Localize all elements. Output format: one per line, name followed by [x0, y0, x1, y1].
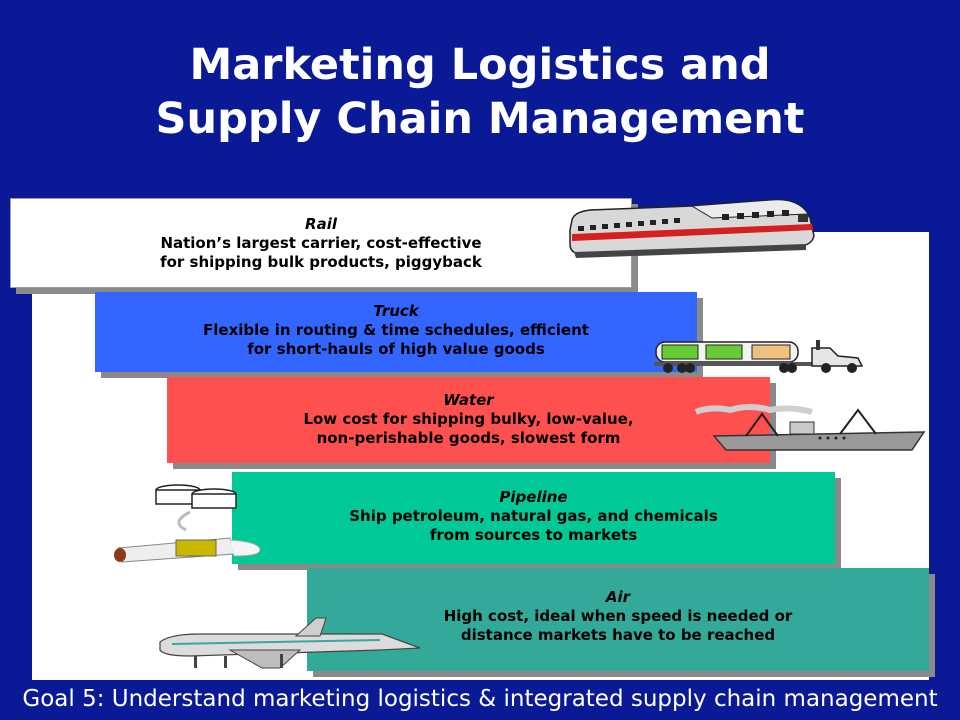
rail-line-1: Nation’s largest carrier, cost-effective [160, 234, 482, 252]
air-heading: Air [605, 588, 631, 606]
slide-title: Marketing Logistics and Supply Chain Man… [0, 38, 960, 146]
pipeline-box: Pipeline Ship petroleum, natural gas, an… [232, 472, 835, 564]
pipeline-icon [114, 484, 261, 563]
learning-goal-footer: Goal 5: Understand marketing logistics &… [22, 686, 938, 712]
airplane-icon [159, 617, 421, 669]
title-line-1: Marketing Logistics and [189, 40, 771, 90]
water-line-1: Low cost for shipping bulky, low-value, [303, 410, 634, 428]
rail-heading: Rail [305, 215, 337, 233]
rail-box: Rail Nation’s largest carrier, cost-effe… [10, 198, 632, 288]
truck-icon [654, 340, 864, 373]
water-box: Water Low cost for shipping bulky, low-v… [167, 377, 770, 463]
air-line-2: distance markets have to be reached [460, 626, 776, 644]
train-icon [569, 199, 815, 258]
water-heading: Water [443, 391, 494, 409]
pipeline-heading: Pipeline [499, 488, 568, 506]
truck-box: Truck Flexible in routing & time schedul… [95, 292, 697, 372]
air-box: Air High cost, ideal when speed is neede… [307, 568, 929, 671]
pipeline-line-2: from sources to markets [429, 526, 638, 544]
truck-line-1: Flexible in routing & time schedules, ef… [203, 321, 589, 339]
rail-line-2: for shipping bulk products, piggyback [160, 253, 482, 271]
air-line-1: High cost, ideal when speed is needed or [443, 607, 793, 625]
water-line-2: non-perishable goods, slowest form [316, 429, 621, 447]
pipeline-line-1: Ship petroleum, natural gas, and chemica… [349, 507, 718, 525]
truck-line-2: for short-hauls of high value goods [247, 340, 545, 358]
title-line-2: Supply Chain Management [155, 94, 805, 144]
ship-icon [694, 404, 926, 451]
truck-heading: Truck [373, 302, 419, 320]
